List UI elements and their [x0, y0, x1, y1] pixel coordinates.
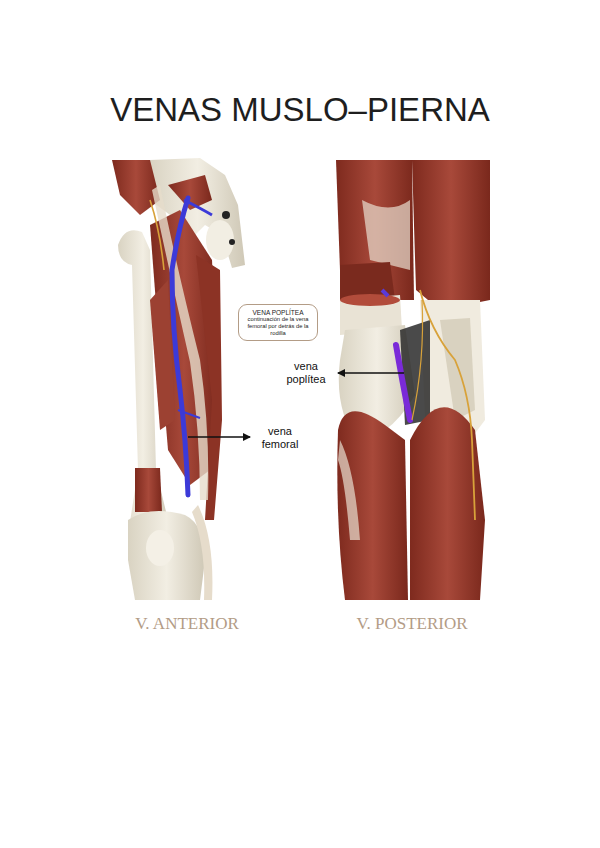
callout-heading: VENA POPLÍTEA: [243, 309, 313, 316]
leader-arrow: [188, 436, 250, 438]
posterior-view: [336, 160, 490, 600]
anterior-view: [112, 158, 245, 600]
callout-box: VENA POPLÍTEAcontinuación de la vena fem…: [238, 304, 318, 341]
page-title: VENAS MUSLO–PIERNA: [40, 90, 560, 130]
structure-label: vena femoral: [256, 425, 304, 450]
structure-label: vena poplítea: [280, 360, 332, 385]
callout-body: continuación de la vena femoral por detr…: [243, 316, 313, 336]
view-caption: V. POSTERIOR: [322, 614, 502, 634]
view-caption: V. ANTERIOR: [97, 614, 277, 634]
leader-arrow: [338, 372, 404, 374]
